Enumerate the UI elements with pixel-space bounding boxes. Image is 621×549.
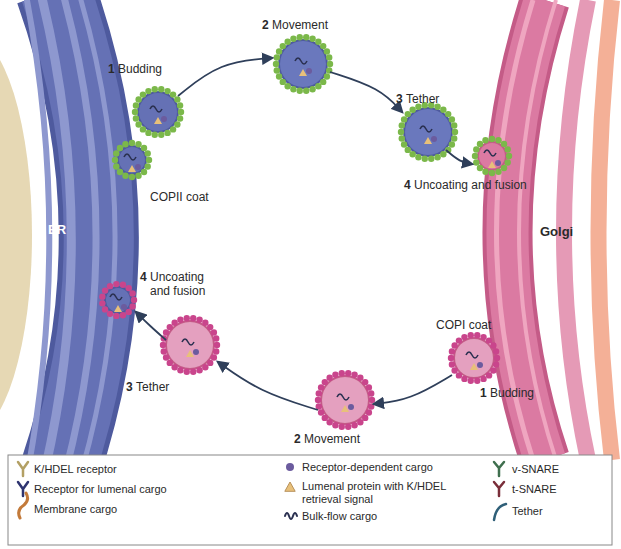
step-number: 2 <box>262 18 269 32</box>
step-label: Movement <box>304 432 360 446</box>
step-number: 4 <box>140 270 147 284</box>
vesicle <box>315 370 375 430</box>
vesicle <box>160 315 220 375</box>
step-label: Tether <box>406 92 439 106</box>
step-label: Movement <box>272 18 328 32</box>
step-number: 4 <box>404 178 411 192</box>
organelle-label: Golgi <box>536 222 577 241</box>
step-label: COPI coat <box>436 318 491 332</box>
vesicle <box>132 86 184 138</box>
organelle-name: ER <box>48 222 66 237</box>
step-label: Uncoating and fusion <box>150 270 216 298</box>
flow-arrow <box>136 312 166 340</box>
step-number: 1 <box>480 386 487 400</box>
step-number: 3 <box>396 92 403 106</box>
step-label: Budding <box>490 386 534 400</box>
nucleus <box>0 35 32 435</box>
organelle-label: ER <box>44 220 70 239</box>
flow-arrow <box>330 72 402 112</box>
step-label: Uncoating and fusion <box>414 178 527 192</box>
legend-frame <box>8 455 612 545</box>
vesicle <box>472 136 512 176</box>
vesicle <box>99 281 137 319</box>
legend-text: Membrane cargo <box>34 503 117 516</box>
legend-text: K/HDEL receptor <box>34 463 117 476</box>
step-number: 1 <box>108 62 115 76</box>
legend-text: Receptor for lumenal cargo <box>34 483 167 496</box>
flow-arrow <box>446 150 472 164</box>
step-number: 2 <box>294 432 301 446</box>
step-label: COPII coat <box>150 190 209 204</box>
er-membrane <box>25 0 115 470</box>
step-label: Tether <box>136 380 169 394</box>
vesicle <box>112 140 152 180</box>
legend-text: t-SNARE <box>512 483 557 496</box>
flow-arrow <box>218 362 318 410</box>
legend-text: Receptor-dependent cargo <box>302 461 433 474</box>
step-number: 3 <box>126 380 133 394</box>
vesicle <box>448 332 500 384</box>
flow-arrow <box>374 375 452 404</box>
legend-text: Bulk-flow cargo <box>302 510 377 523</box>
step-label: Budding <box>118 62 162 76</box>
legend-symbols <box>18 462 506 520</box>
legend-text: v-SNARE <box>512 463 559 476</box>
flow-arrow <box>178 58 272 96</box>
vesicle <box>273 34 333 94</box>
legend-text: Lumenal protein with K/HDEL retrieval si… <box>302 480 472 506</box>
legend-text: Tether <box>512 505 543 518</box>
organelle-name: Golgi <box>540 224 573 239</box>
